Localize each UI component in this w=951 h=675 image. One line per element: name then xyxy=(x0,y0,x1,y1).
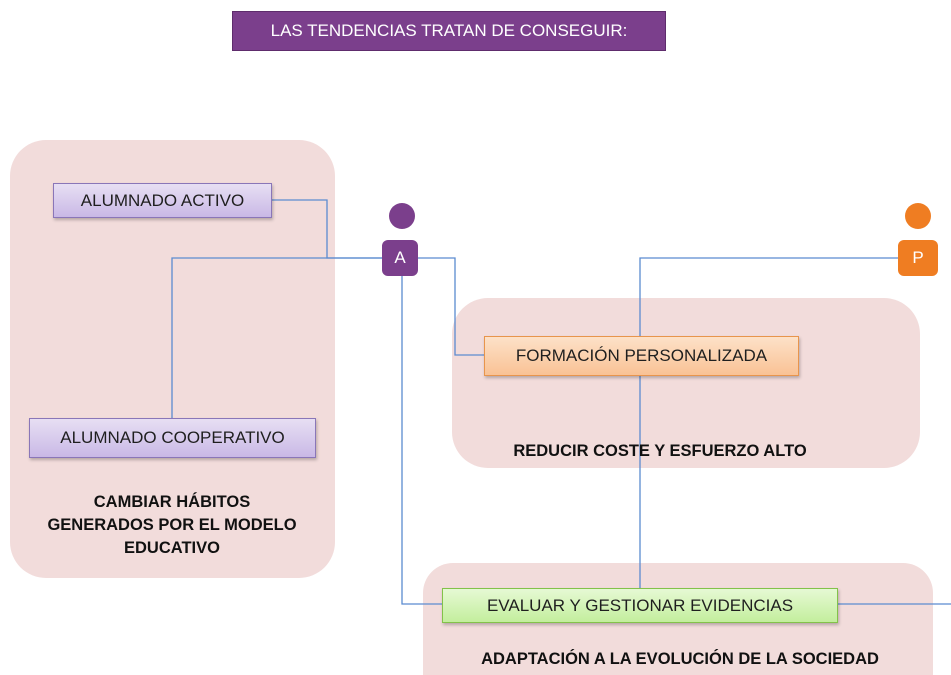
caption-reducir-coste: REDUCIR COSTE Y ESFUERZO ALTO xyxy=(513,442,807,460)
connector-a-to-evaluar xyxy=(401,276,442,605)
profesor-person-body-icon: P xyxy=(898,240,938,276)
connector-p-to-evaluar xyxy=(639,257,938,588)
region-reducir-coste xyxy=(452,298,920,468)
alumno-person-head-icon xyxy=(389,203,415,229)
box-alumnado-activo: ALUMNADO ACTIVO xyxy=(53,183,272,218)
connector-activo-to-a xyxy=(272,199,382,259)
caption-adaptacion: ADAPTACIÓN A LA EVOLUCIÓN DE LA SOCIEDAD xyxy=(481,650,879,668)
box-formacion-personalizada: FORMACIÓN PERSONALIZADA xyxy=(484,336,799,376)
diagram-title: LAS TENDENCIAS TRATAN DE CONSEGUIR: xyxy=(232,11,666,51)
box-alumnado-cooperativo: ALUMNADO COOPERATIVO xyxy=(29,418,316,458)
caption-cambiar-habitos: CAMBIAR HÁBITOS GENERADOS POR EL MODELO … xyxy=(22,491,322,560)
caption-cambiar-line1: CAMBIAR HÁBITOS xyxy=(93,493,251,511)
box-evaluar-gestionar: EVALUAR Y GESTIONAR EVIDENCIAS xyxy=(442,588,838,623)
caption-cambiar-line3: EDUCATIVO xyxy=(124,539,220,557)
connector-cooperativo-to-a xyxy=(171,257,382,418)
profesor-person-head-icon xyxy=(905,203,931,229)
alumno-person-body-icon: A xyxy=(382,240,418,276)
caption-cambiar-line2: GENERADOS POR EL MODELO xyxy=(47,516,297,534)
connector-a-to-formacion xyxy=(418,257,484,356)
